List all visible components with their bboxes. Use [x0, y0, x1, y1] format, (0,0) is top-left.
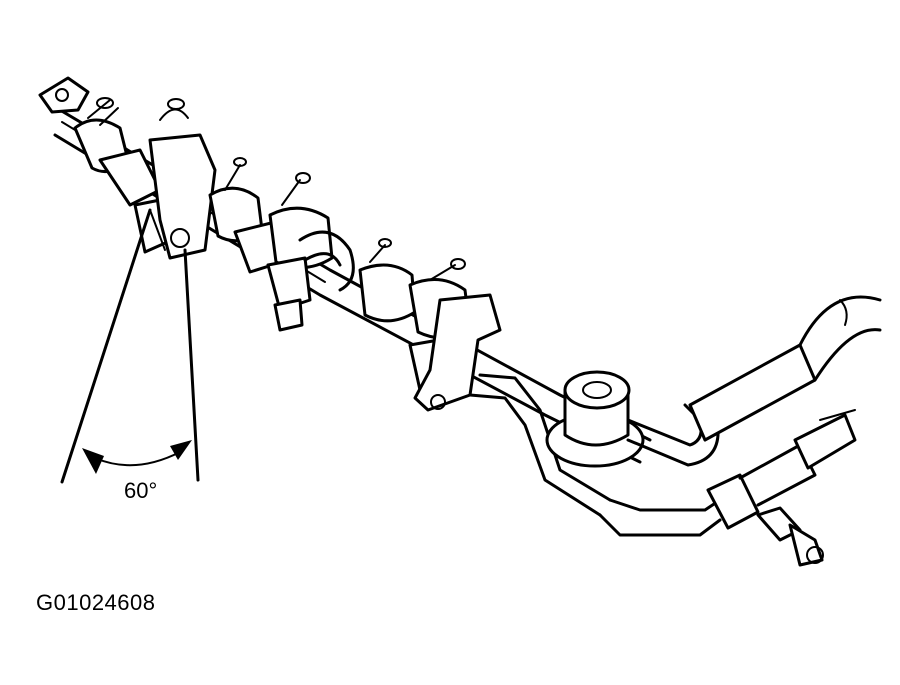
injector-2 — [208, 157, 284, 274]
arrowhead-left-icon — [82, 448, 104, 474]
vacuum-hose — [626, 295, 882, 467]
fuel-line-fitting — [706, 409, 857, 567]
crossover-tube — [468, 373, 722, 537]
rail-end-bracket — [38, 76, 90, 114]
arrowhead-right-icon — [170, 440, 192, 460]
rail-mount-bracket-1 — [148, 98, 217, 260]
injector-3 — [266, 172, 334, 332]
harness-loop — [298, 230, 355, 292]
figure-id: G01024608 — [36, 590, 156, 615]
fuel-pressure-regulator — [545, 370, 645, 468]
injector-4 — [358, 238, 417, 323]
spray-angle-indicator — [60, 208, 200, 484]
spray-angle-label: 60° — [124, 478, 158, 503]
